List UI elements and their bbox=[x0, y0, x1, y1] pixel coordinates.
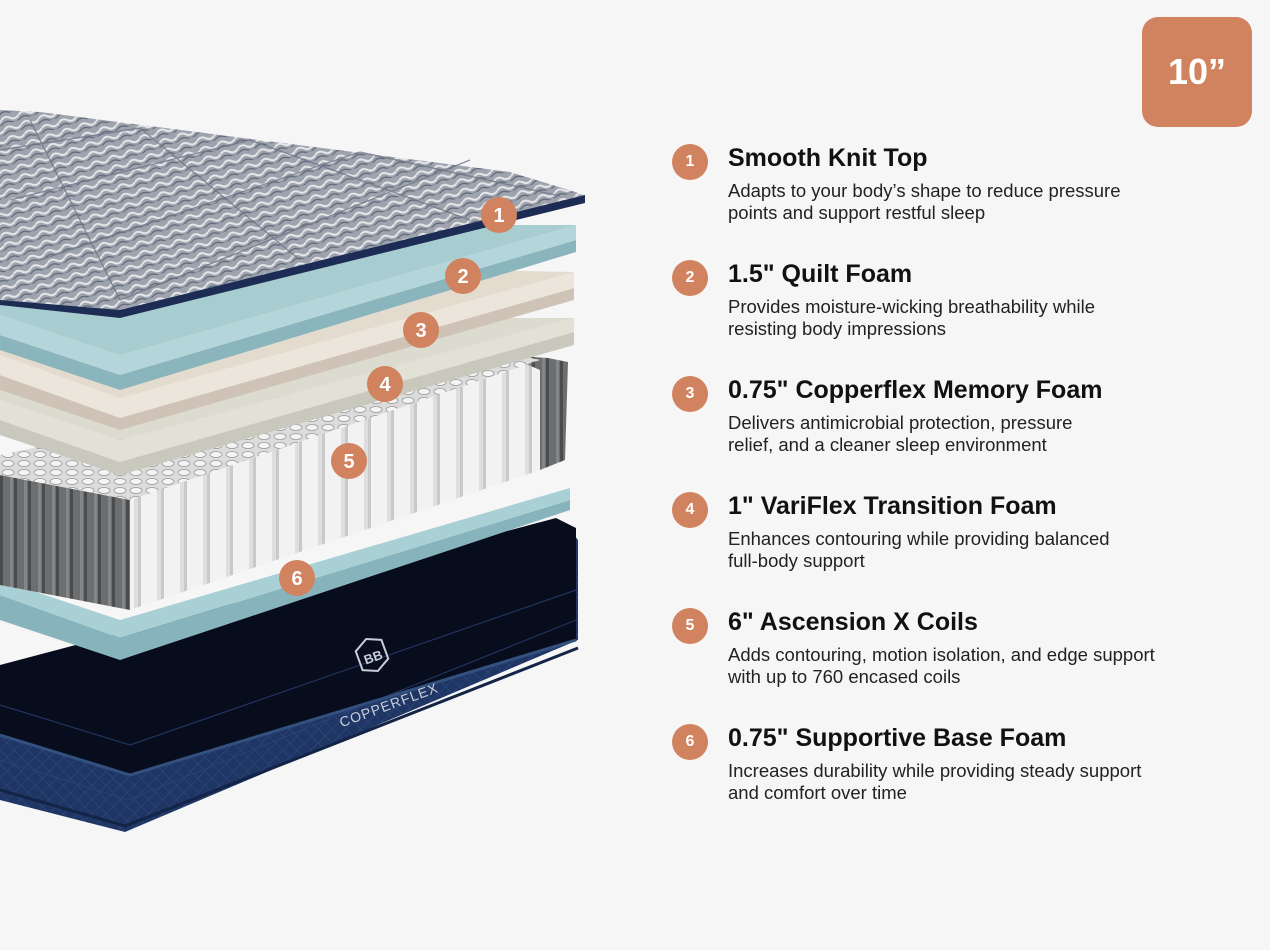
layer-description: Increases durability while providing ste… bbox=[728, 760, 1142, 803]
layer-description: Adds contouring, motion isolation, and e… bbox=[728, 644, 1155, 687]
layer-item-3: 3 0.75" Copperflex Memory Foam Delivers … bbox=[672, 372, 1232, 472]
svg-text:4: 4 bbox=[379, 374, 391, 396]
layer-number-badge: 6 bbox=[672, 724, 708, 760]
quilt-foam-layer bbox=[0, 225, 576, 390]
layer-description: Delivers antimicrobial protection, press… bbox=[728, 412, 1073, 455]
layer-item-4: 4 1" VariFlex Transition Foam Enhances c… bbox=[672, 488, 1232, 588]
marker-2: 2 bbox=[445, 258, 481, 294]
marker-4: 4 bbox=[367, 366, 403, 402]
layer-item-6: 6 0.75" Supportive Base Foam Increases d… bbox=[672, 720, 1232, 820]
layer-item-5: 5 6" Ascension X Coils Adds contouring, … bbox=[672, 604, 1232, 704]
marker-6: 6 bbox=[279, 560, 315, 596]
svg-text:3: 3 bbox=[415, 320, 426, 342]
mattress-illustration: BB COPPERFLEX 1 2 3 4 5 6 bbox=[0, 110, 585, 832]
svg-text:6: 6 bbox=[291, 568, 302, 590]
knit-top-layer bbox=[0, 110, 585, 318]
layer-item-1: 1 Smooth Knit Top Adapts to your body’s … bbox=[672, 140, 1232, 240]
layer-number-badge: 4 bbox=[672, 492, 708, 528]
layer-title: Smooth Knit Top bbox=[728, 144, 928, 172]
layer-title: 1" VariFlex Transition Foam bbox=[728, 492, 1057, 520]
layer-title: 1.5" Quilt Foam bbox=[728, 260, 913, 288]
layer-description: Enhances contouring while providing bala… bbox=[728, 528, 1110, 571]
marker-3: 3 bbox=[403, 312, 439, 348]
marker-1: 1 bbox=[481, 197, 517, 233]
svg-text:5: 5 bbox=[343, 451, 354, 473]
layer-title: 6" Ascension X Coils bbox=[728, 608, 978, 636]
layer-item-2: 2 1.5" Quilt Foam Provides moisture-wick… bbox=[672, 256, 1232, 356]
layer-number-badge: 1 bbox=[672, 144, 708, 180]
marker-5: 5 bbox=[331, 443, 367, 479]
layer-number-badge: 3 bbox=[672, 376, 708, 412]
brand-emblem: BB bbox=[362, 647, 385, 668]
svg-text:1: 1 bbox=[493, 205, 504, 227]
layer-title: 0.75" Copperflex Memory Foam bbox=[728, 376, 1103, 404]
base-shell bbox=[0, 518, 579, 832]
layer-number-badge: 5 bbox=[672, 608, 708, 644]
svg-text:2: 2 bbox=[457, 266, 468, 288]
mattress-height-badge: 10” bbox=[1142, 17, 1252, 127]
layer-number-badge: 2 bbox=[672, 260, 708, 296]
layer-description: Provides moisture-wicking breathability … bbox=[728, 296, 1096, 339]
layer-title: 0.75" Supportive Base Foam bbox=[728, 724, 1067, 752]
layer-description: Adapts to your body’s shape to reduce pr… bbox=[728, 180, 1121, 223]
